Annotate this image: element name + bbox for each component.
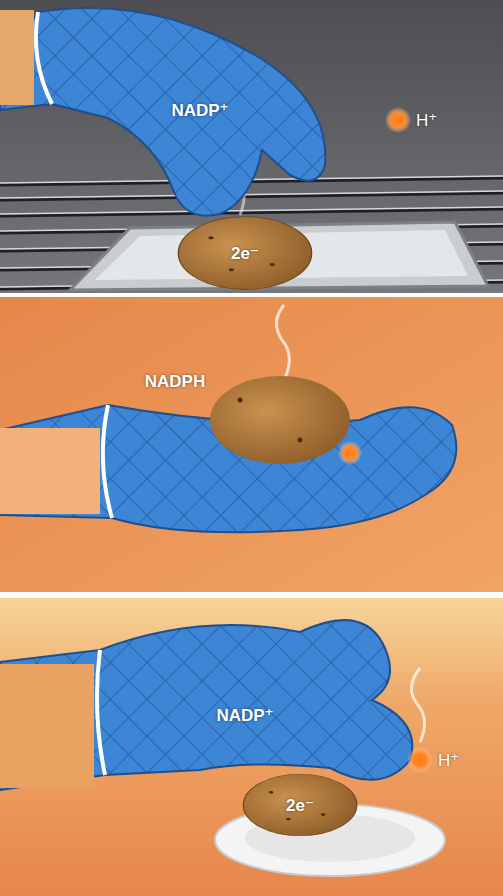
node-label: 2e⁻ (286, 795, 314, 816)
oven-mitt: NADP⁺ (150, 95, 250, 125)
ion-label: H⁺ (416, 110, 437, 131)
potato-shape: 2e⁻ (242, 773, 358, 837)
ion-label: H⁺ (438, 750, 459, 771)
potato-shape: 2e⁻ (177, 215, 313, 291)
oven-mitt: NADPH (125, 368, 225, 396)
node-label: NADP⁺ (216, 705, 273, 726)
node-label: NADP⁺ (171, 100, 228, 121)
node-label: 2e⁻ (231, 243, 259, 264)
node-label: NADPH (145, 372, 205, 392)
oven-mitt: NADP⁺ (190, 700, 300, 730)
